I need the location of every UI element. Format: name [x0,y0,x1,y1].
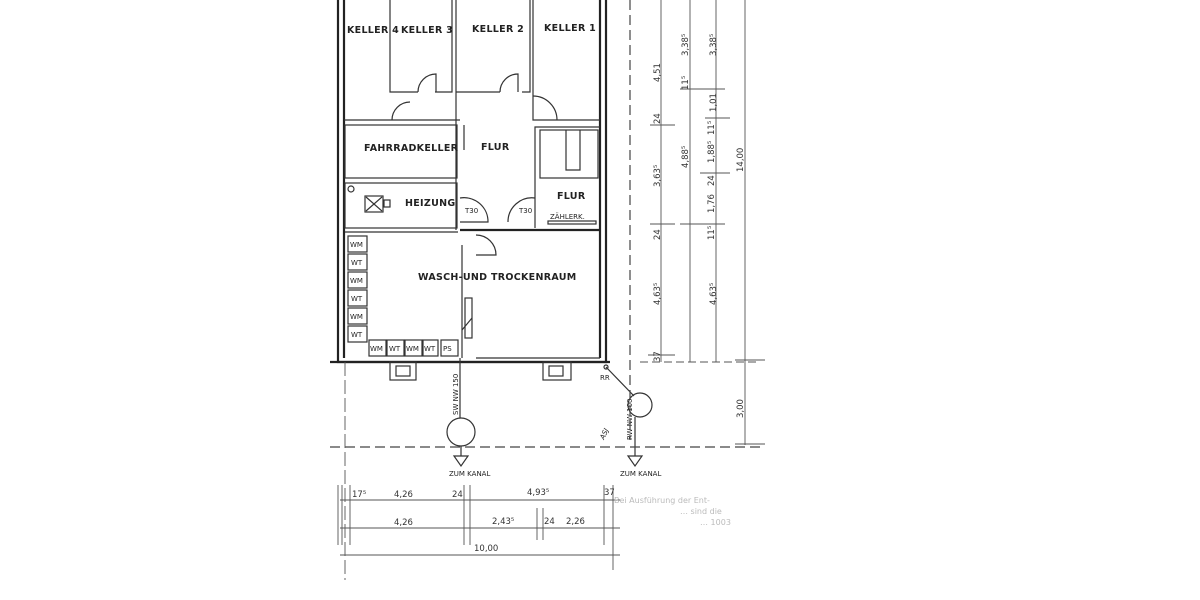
door-t30-left: T30 [464,207,478,215]
dimension-total-bottom: 10,00 [474,544,498,554]
dimension-label: 2,26 [566,517,585,527]
dimension-label: 1,01 [709,93,719,112]
boiler-icon [347,185,391,213]
right-dimensions [648,0,765,445]
door-t30-right: T30 [518,207,532,215]
dimension-label: 24 [452,490,463,500]
drainage [446,358,653,468]
dimension-label: 37 [653,351,663,362]
dimension-label: 37 [604,488,615,498]
dimension-label: 3,38⁵ [681,34,691,56]
appliance-row: WM WT WM WT PS [368,339,459,357]
dimension-label: 3,63⁵ [653,165,663,187]
faint-note-line: … 1003 [700,518,731,527]
room-fahrradkeller: FAHRRADKELLER [364,143,459,154]
dimension-label: 1,88⁵ [707,141,717,163]
dimension-label: 4,63⁵ [653,283,663,305]
label-zum-kanal-right: ZUM KANAL [620,470,661,478]
dimension-label: 1,76 [707,194,717,213]
appliance-label: WM [350,277,363,285]
room-flur-right: FLUR [557,191,586,202]
room-keller-4: KELLER 4 [347,25,399,36]
label-zaehlerk: ZÄHLERK. [550,212,585,221]
room-keller-1: KELLER 1 [544,23,596,34]
dimension-label: 4,26 [394,490,413,500]
label-sw-pipe: SW NW 150 [452,374,460,415]
appliance-label: WM [370,345,383,353]
dimension-label: 4,51 [653,63,663,82]
light-wells [389,361,572,381]
dimension-label: 11⁵ [707,121,717,135]
label-zum-kanal-left: ZUM KANAL [449,470,490,478]
dimension-outside: 3,00 [736,399,746,418]
dimension-label: 11⁵ [707,226,717,240]
door-swings [391,73,558,256]
appliance-label: PS [443,345,452,353]
dimension-label: 24 [653,229,663,240]
appliance-label: WM [350,241,363,249]
meter-cabinet [547,220,597,225]
faint-note-line: … sind die [680,507,722,516]
room-heizung: HEIZUNG [405,198,455,209]
appliance-label: WM [406,345,419,353]
dimension-label: 4,63⁵ [709,283,719,305]
label-rw-pipe: RW NW 100 [626,399,634,440]
dimension-label: 24 [653,113,663,124]
appliance-label: WT [351,295,363,303]
room-keller-3: KELLER 3 [401,25,453,36]
dimension-label: 11⁵ [681,76,691,90]
dimension-label: 4,26 [394,518,413,528]
outlet-arrow-icon [452,455,470,468]
dimension-label: 24 [707,175,717,186]
room-wasch-trockenraum: WASCH-UND TROCKENRAUM [418,272,576,283]
appliance-label: WT [424,345,436,353]
room-flur-main: FLUR [481,142,510,153]
bottom-dimensions [337,485,620,570]
appliance-column: WM WT WM WT WM WT [347,235,368,343]
dimension-label: 24 [544,517,555,527]
dimension-label: 17⁵ [352,490,366,500]
outlet-arrow-icon [626,455,644,468]
appliance-label: WT [389,345,401,353]
handwritten-note: ASJ [598,427,610,442]
label-rr: RR [600,374,610,382]
dimension-label: 2,43⁵ [492,517,514,527]
appliance-label: WT [351,259,363,267]
dimension-label: 4,88⁵ [681,146,691,168]
appliance-label: WT [351,331,363,339]
dimension-label: 4,93⁵ [527,488,549,498]
dimension-label: 3,38⁵ [709,34,719,56]
appliance-label: WM [350,313,363,321]
dimension-total-right: 14,00 [736,148,746,172]
building-walls [330,0,610,364]
room-keller-2: KELLER 2 [472,24,524,35]
faint-note-line: Bei Ausführung der Ent- [614,496,710,505]
